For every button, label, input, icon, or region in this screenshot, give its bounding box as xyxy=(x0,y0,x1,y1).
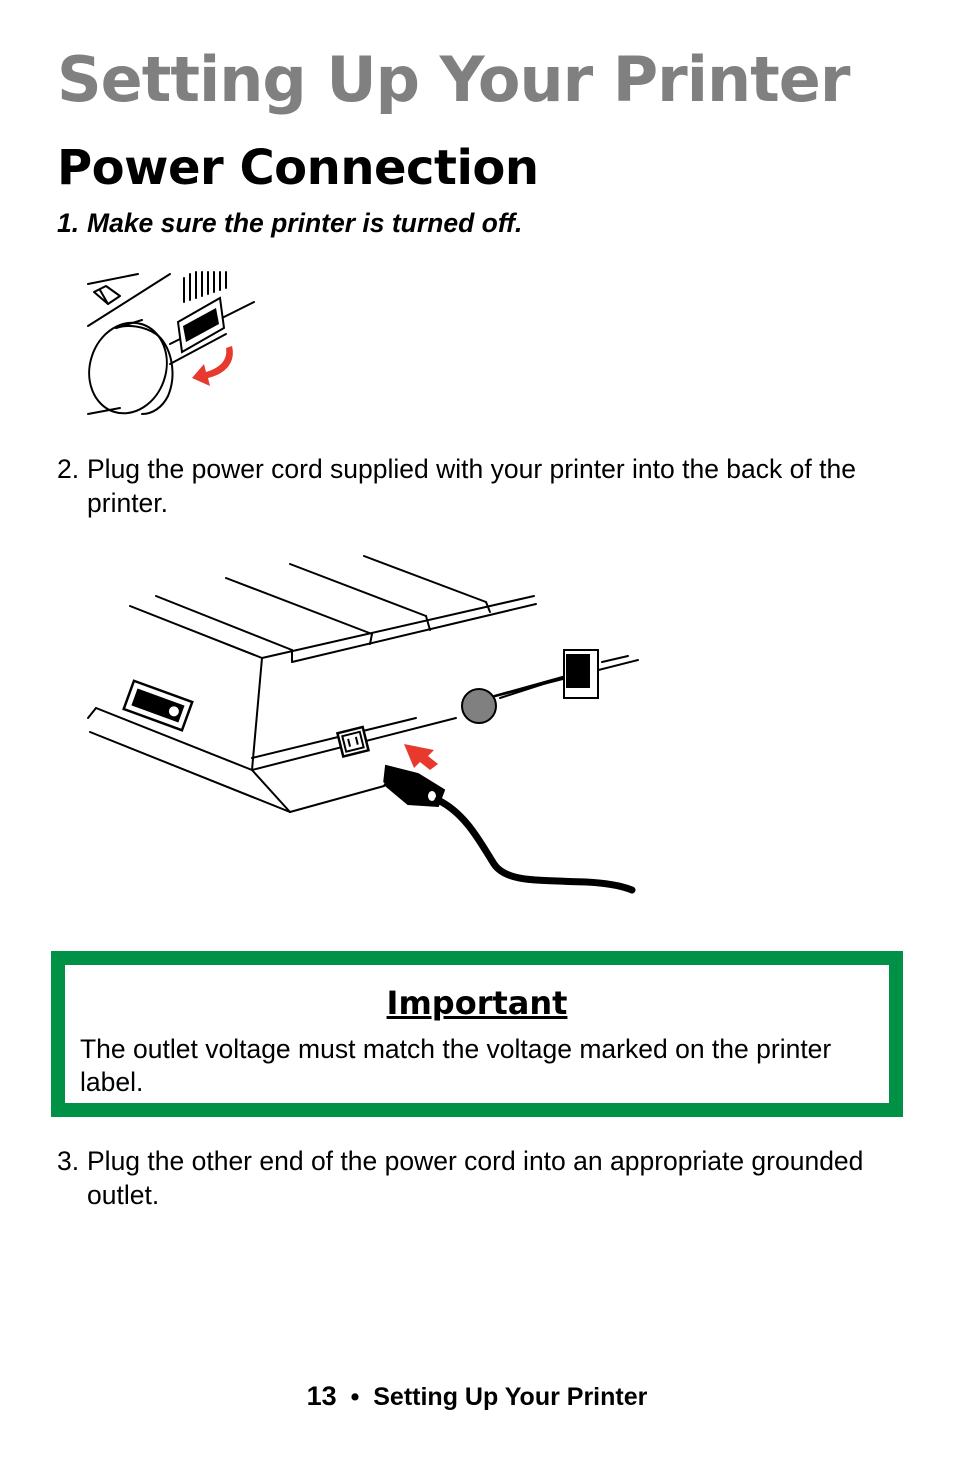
page-number: 13 xyxy=(306,1381,337,1411)
step-text: Make sure the printer is turned off. xyxy=(87,208,523,238)
step-number: 2. xyxy=(57,454,80,484)
step-text: Plug the power cord supplied with your p… xyxy=(87,454,856,518)
important-note: Important The outlet voltage must match … xyxy=(51,951,903,1117)
step-3: 3. Plug the other end of the power cord … xyxy=(57,1144,897,1212)
power-cord-illustration xyxy=(87,555,639,894)
step-text: Plug the other end of the power cord int… xyxy=(87,1146,864,1210)
important-heading: Important xyxy=(386,984,568,1022)
section-title: Power Connection xyxy=(57,140,539,196)
step-1: 1. Make sure the printer is turned off. xyxy=(57,206,897,240)
step-number: 1. xyxy=(57,208,80,238)
important-note-body: Important The outlet voltage must match … xyxy=(65,965,889,1103)
footer-separator: • xyxy=(350,1383,360,1411)
step-number: 3. xyxy=(57,1146,80,1176)
power-switch-illustration xyxy=(87,271,255,415)
footer-title: Setting Up Your Printer xyxy=(373,1383,648,1411)
important-text: The outlet voltage must match the voltag… xyxy=(80,1034,832,1097)
chapter-title: Setting Up Your Printer xyxy=(57,43,850,116)
step-2: 2. Plug the power cord supplied with you… xyxy=(57,452,897,520)
page-footer: 13 • Setting Up Your Printer xyxy=(0,1379,954,1414)
